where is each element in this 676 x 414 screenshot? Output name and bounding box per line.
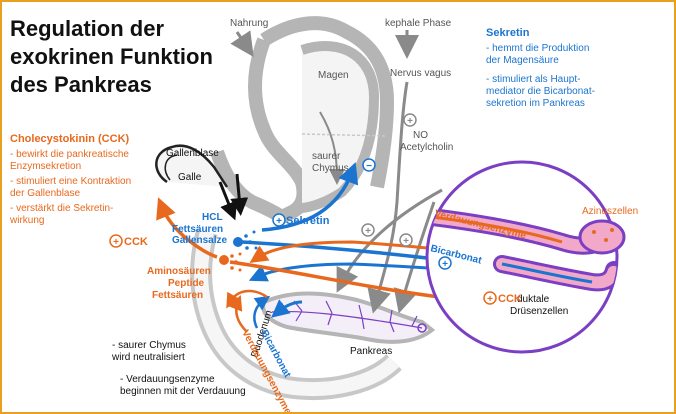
cck-item: der Gallenblase (10, 188, 80, 199)
note-item: - saurer Chymus (112, 340, 186, 351)
sekretin-box: Sekretin - hemmt die Produktion der Mage… (486, 27, 595, 109)
sekretin-item: der Magensäure (486, 55, 559, 66)
plus-badge: + (276, 216, 282, 227)
label-cck-right: CCK (498, 293, 522, 305)
acinus-zoom (425, 160, 626, 354)
label-saurer-chymus: saurer (312, 151, 341, 162)
minus-badge: − (366, 161, 372, 172)
pancreas-outline (261, 291, 436, 344)
sekretin-item: mediator die Bicarbonat- (486, 86, 595, 97)
plus-badge: + (442, 259, 448, 270)
plus-badge: + (113, 237, 119, 248)
sekretin-item: - stimuliert als Haupt- (486, 74, 580, 85)
badges: + − + + + + + + (109, 113, 497, 305)
label-kephale-phase: kephale Phase (385, 18, 452, 29)
plus-badge: + (407, 116, 413, 127)
cck-item: - bewirkt die pankreatische (10, 149, 129, 160)
title: Regulation der exokrinen Funktion des Pa… (10, 16, 213, 97)
label-fettsaeuren: Fettsäuren (172, 224, 223, 235)
label-gallensalze: Gallensalze (172, 235, 227, 246)
label-azinuszellen: Azinuszellen (582, 206, 638, 217)
label-sekretin: Sekretin (286, 215, 330, 227)
label-druesenzellen: Drüsenzellen (510, 306, 568, 317)
stomach-outline (210, 16, 394, 224)
title-line: des Pankreas (10, 72, 152, 97)
gastric-band (301, 133, 387, 137)
label-cck-left: CCK (124, 236, 148, 248)
bottom-notes: - saurer Chymus wird neutralisiert - Ver… (111, 340, 246, 397)
duodenum-outline (190, 228, 402, 400)
plus-badge: + (403, 236, 409, 247)
organ-labels: Nahrung kephale Phase Magen Nervus vagus… (166, 18, 638, 359)
label-galle: Galle (178, 172, 202, 183)
label-nervus-vagus: Nervus vagus (390, 68, 451, 79)
cck-item: - stimuliert eine Kontraktion (10, 176, 131, 187)
title-line: Regulation der (10, 16, 164, 41)
hormone-dots (219, 230, 258, 272)
label-nahrung: Nahrung (230, 18, 268, 29)
bile-arrows (218, 173, 249, 221)
cck-box: Cholecystokinin (CCK) - bewirkt die pank… (9, 133, 131, 226)
gray-arrows (230, 30, 443, 314)
sekretin-item: sekretion im Pankreas (486, 98, 585, 109)
label-hcl: HCL (202, 212, 223, 223)
note-item: beginnen mit der Verdauung (120, 386, 246, 397)
label-pankreas: Pankreas (350, 346, 392, 357)
cck-item: wirkung (9, 215, 44, 226)
label-saurer-chymus: Chymus (312, 163, 349, 174)
label-duktale: duktale (517, 294, 550, 305)
note-item: - Verdauungsenzyme (120, 374, 215, 385)
label-acetylcholin: Acetylcholin (400, 142, 453, 153)
gallbladder-outline (155, 144, 229, 188)
plus-badge: + (365, 226, 371, 237)
label-aminosaeuren: Aminosäuren (147, 266, 211, 277)
label-gallenblase: Gallenblase (166, 148, 219, 159)
label-magen: Magen (318, 70, 349, 81)
cck-item: Enzymsekretion (10, 161, 81, 172)
title-line: exokrinen Funktion (10, 44, 213, 69)
label-fettsaeuren-2: Fettsäuren (152, 290, 203, 301)
note-item: wird neutralisiert (111, 352, 185, 363)
label-no: NO (413, 130, 428, 141)
plus-badge: + (487, 294, 493, 305)
cck-heading: Cholecystokinin (CCK) (10, 133, 130, 145)
sekretin-item: - hemmt die Produktion (486, 43, 589, 54)
sekretin-heading: Sekretin (486, 27, 530, 39)
cck-item: - verstärkt die Sekretin- (10, 203, 113, 214)
label-peptide: Peptide (168, 278, 205, 289)
